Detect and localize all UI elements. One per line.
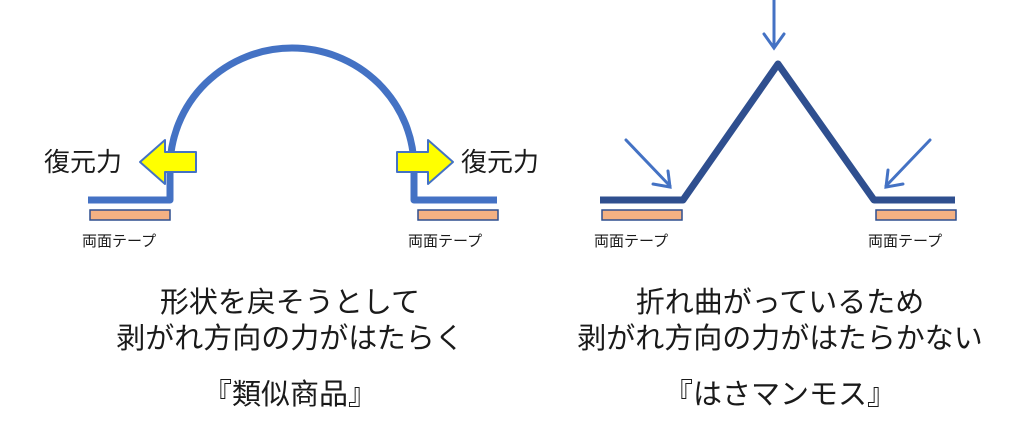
peak-strip — [600, 60, 955, 204]
left-product-name: 『類似商品』 — [202, 377, 377, 411]
right-description-line2: 剥がれ方向の力がはたらかない — [577, 321, 983, 355]
tape-label-left-b: 両面テープ — [408, 232, 483, 250]
right-product-name: 『はさマンモス』 — [663, 377, 896, 411]
left-description-line1: 形状を戻そうとして — [159, 285, 421, 319]
press-arrow-top — [762, 0, 786, 51]
press-arrow-right — [884, 138, 932, 189]
tape-label-right-a: 両面テープ — [594, 232, 669, 250]
tape-left-b — [417, 209, 499, 221]
left-description: 形状を戻そうとして 剥がれ方向の力がはたらく — [70, 284, 510, 356]
press-arrow-left — [624, 138, 672, 189]
tape-right-b — [875, 209, 957, 221]
restoring-arrow-right — [396, 139, 454, 185]
arched-strip — [88, 44, 497, 204]
right-description-line1: 折れ曲がっているため — [635, 285, 925, 319]
tape-label-left-a: 両面テープ — [82, 232, 157, 250]
tape-label-right-b: 両面テープ — [868, 232, 943, 250]
restoring-force-label-left: 復元力 — [44, 148, 123, 178]
left-description-line2: 剥がれ方向の力がはたらく — [116, 321, 464, 355]
right-description: 折れ曲がっているため 剥がれ方向の力がはたらかない — [560, 284, 1000, 356]
restoring-force-label-right: 復元力 — [461, 148, 540, 178]
restoring-arrow-left — [139, 139, 197, 185]
tape-left-a — [89, 209, 171, 221]
tape-right-a — [601, 209, 683, 221]
